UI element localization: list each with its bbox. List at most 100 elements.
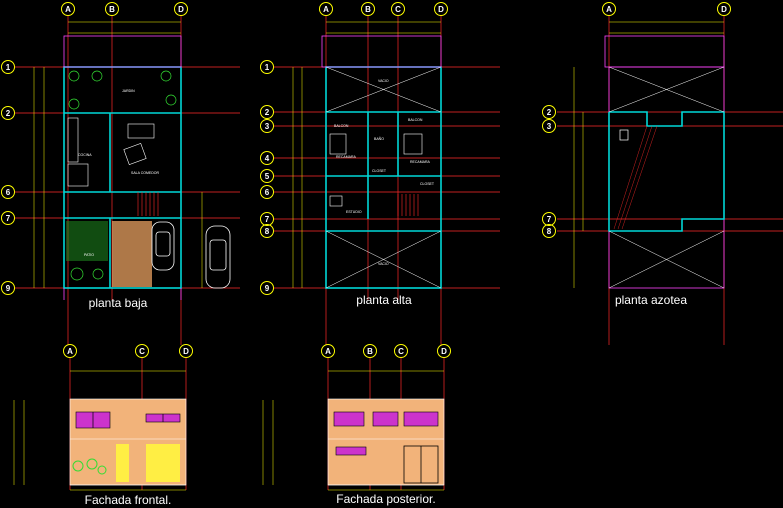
az-col-bubble-d: D: [717, 2, 731, 16]
svg-text:C: C: [398, 347, 404, 356]
fp-col-bubble-b: B: [363, 344, 377, 358]
ff-dimension-lines: [13, 370, 186, 491]
az-water-tank: [619, 129, 629, 141]
ff-plants: [72, 458, 107, 475]
fp-dimension-lines: [262, 370, 444, 491]
az-slope-lines: [613, 125, 658, 230]
az-row-bubble-7: 7: [542, 212, 556, 226]
fp-lower-window: [335, 446, 367, 456]
ff-window-mullions: [92, 412, 164, 428]
pa-column-axis-bubbles: A B C D: [319, 2, 448, 16]
pb-row-bubble-2: 2: [1, 106, 15, 120]
pb-row-bubble-9: 9: [1, 281, 15, 295]
svg-text:B: B: [365, 5, 371, 14]
az-col-bubble-a: A: [602, 2, 616, 16]
svg-text:A: A: [325, 347, 331, 356]
svg-text:7: 7: [6, 214, 11, 223]
az-row-bubble-3: 3: [542, 119, 556, 133]
svg-text:D: D: [178, 5, 184, 14]
svg-text:D: D: [183, 347, 189, 356]
pb-row-bubble-7: 7: [1, 211, 15, 225]
svg-text:7: 7: [265, 215, 270, 224]
planta-baja-plan: JARDIN COCINA SALA COMEDOR PATIO A B D: [1, 2, 240, 345]
svg-text:BALCON: BALCON: [408, 118, 423, 122]
svg-text:D: D: [441, 347, 447, 356]
svg-text:1: 1: [265, 63, 270, 72]
pa-row-axis-lines: [274, 66, 500, 289]
svg-text:C: C: [139, 347, 145, 356]
svg-text:COCINA: COCINA: [78, 153, 92, 157]
svg-text:D: D: [438, 5, 444, 14]
pb-lot-lines: [63, 35, 182, 300]
pb-row-bubble-6: 6: [1, 185, 15, 199]
pb-col-bubble-d: D: [174, 2, 188, 16]
pa-room-labels: VACIO BALCON BALCON BAÑO RECAMARA RECAMA…: [334, 79, 435, 266]
az-row-bubble-2: 2: [542, 105, 556, 119]
pa-lot-lines: [321, 35, 442, 68]
pa-void-crosses: [325, 66, 442, 289]
svg-text:8: 8: [265, 227, 270, 236]
svg-text:ESTUDIO: ESTUDIO: [346, 210, 362, 214]
pa-col-bubble-d: D: [434, 2, 448, 16]
svg-text:JARDIN: JARDIN: [122, 89, 135, 93]
svg-text:1: 1: [6, 63, 11, 72]
pb-col-bubble-a: A: [61, 2, 75, 16]
pa-col-bubble-a: A: [319, 2, 333, 16]
fp-upper-windows: [333, 411, 439, 427]
pb-col-bubble-b: B: [105, 2, 119, 16]
planta-alta-plan: VACIO BALCON BALCON BAÑO RECAMARA RECAMA…: [260, 2, 500, 345]
svg-text:BALCON: BALCON: [334, 124, 349, 128]
svg-text:3: 3: [547, 122, 552, 131]
pb-room-labels: JARDIN COCINA SALA COMEDOR PATIO: [78, 89, 159, 257]
svg-text:B: B: [367, 347, 373, 356]
pb-furniture: [67, 117, 155, 187]
svg-text:CLOSET: CLOSET: [420, 182, 435, 186]
svg-text:9: 9: [6, 284, 11, 293]
fp-rear-doors: [403, 445, 439, 484]
svg-text:A: A: [606, 5, 612, 14]
pa-col-bubble-c: C: [391, 2, 405, 16]
svg-text:8: 8: [547, 227, 552, 236]
pa-row-bubble-9: 9: [260, 281, 274, 295]
svg-text:C: C: [395, 5, 401, 14]
svg-text:VACIO: VACIO: [378, 79, 389, 83]
pa-furniture: [329, 133, 423, 207]
pb-lawn-area: [66, 221, 108, 261]
fp-column-axis-bubbles: A B C D: [321, 344, 451, 358]
ff-col-bubble-a: A: [63, 344, 77, 358]
pa-row-bubble-8: 8: [260, 224, 274, 238]
svg-text:5: 5: [265, 172, 270, 181]
fp-lower-floor: [328, 439, 444, 485]
pb-column-axis-bubbles: A B D: [61, 2, 188, 16]
pa-row-axis-bubbles: 1 2 3 4 5 6 7: [260, 60, 274, 295]
svg-text:3: 3: [265, 122, 270, 131]
svg-text:BAÑO: BAÑO: [374, 136, 384, 141]
pa-row-bubble-3: 3: [260, 119, 274, 133]
svg-text:2: 2: [547, 108, 552, 117]
svg-text:D: D: [721, 5, 727, 14]
fachada-posterior-elevation: A B C D Fachada posterior.: [262, 344, 451, 506]
ff-column-axis-bubbles: A C D: [63, 344, 193, 358]
az-row-axis-bubbles: 2 3 7 8: [542, 105, 556, 238]
svg-text:RECAMARA: RECAMARA: [410, 160, 431, 164]
pb-row-axis-bubbles: 1 2 6 7 9: [1, 60, 15, 295]
az-title: planta azotea: [615, 293, 687, 307]
pb-dimension-lines: [33, 21, 203, 288]
fp-parapet: [328, 399, 444, 409]
svg-text:4: 4: [265, 154, 270, 163]
svg-text:PATIO: PATIO: [84, 253, 94, 257]
svg-text:2: 2: [265, 108, 270, 117]
fp-col-bubble-a: A: [321, 344, 335, 358]
pa-row-bubble-2: 2: [260, 105, 274, 119]
fp-col-bubble-c: C: [394, 344, 408, 358]
fp-col-bubble-d: D: [437, 344, 451, 358]
ff-col-bubble-d: D: [179, 344, 193, 358]
svg-text:7: 7: [547, 215, 552, 224]
planta-azotea-plan: A D 2 3 7 8 planta: [542, 2, 783, 345]
svg-text:6: 6: [265, 188, 270, 197]
az-void-crosses: [608, 66, 725, 289]
az-column-axis-bubbles: A D: [602, 2, 731, 16]
svg-text:2: 2: [6, 109, 11, 118]
pa-row-bubble-7: 7: [260, 212, 274, 226]
fp-title: Fachada posterior.: [336, 492, 435, 506]
